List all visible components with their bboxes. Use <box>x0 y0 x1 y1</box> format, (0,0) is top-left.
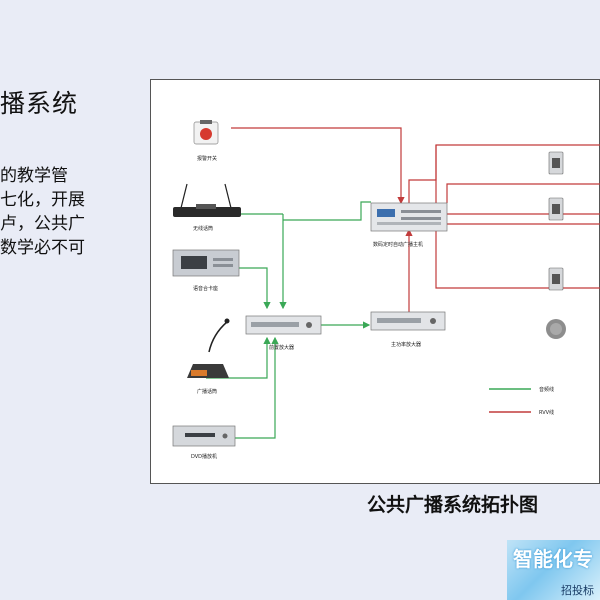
rvv-wires <box>231 127 600 312</box>
round-speaker-icon <box>546 319 566 339</box>
body-line: 七化，开展 <box>0 190 85 210</box>
paging-mic-icon <box>187 318 230 378</box>
banner-subtitle: 招投标 <box>561 584 594 597</box>
alarm-switch-icon <box>193 120 219 145</box>
diagram-caption: 公共广播系统拓扑图 <box>367 494 539 516</box>
banner-title: 智能化专 <box>513 547 593 571</box>
body-line: 的教学管 <box>0 166 68 186</box>
body-line: 卢，公共广 <box>0 214 85 234</box>
body-text: 的教学管 七化，开展 卢，公共广 数学必不可 <box>0 164 85 260</box>
legend-label-rvv: RVV线 <box>539 409 554 416</box>
paging-mic-label: 广播话筒 <box>197 388 217 395</box>
alarm-switch-label: 报警开关 <box>197 155 217 162</box>
ceiling-speaker-icon <box>548 267 564 291</box>
wireless-mic-icon <box>173 183 241 217</box>
audio-source-icon <box>172 249 240 277</box>
power-amp-label: 主功率放大器 <box>391 341 421 348</box>
ceiling-speaker-icon <box>548 197 564 221</box>
broadcast-host-icon <box>370 202 448 232</box>
ceiling-speaker-icon <box>548 151 564 175</box>
power-amp-icon <box>370 311 446 331</box>
topology-diagram: 报警开关 无线话筒 语音合卡座 广播话筒 <box>150 79 600 484</box>
legend: 音频线 RVV线 <box>489 386 554 416</box>
dvd-player-icon <box>172 425 236 447</box>
broadcast-host-label: 数码定时自动广播主机 <box>373 241 423 248</box>
audio-source-label: 语音合卡座 <box>193 285 218 292</box>
preamp-icon <box>245 315 322 335</box>
wireless-mic-label: 无线话筒 <box>193 225 213 232</box>
brand-banner: 智能化专 招投标 <box>507 540 600 600</box>
body-line: 数学必不可 <box>0 238 85 258</box>
slide-title: 播系统 <box>0 89 79 118</box>
topology-svg: 报警开关 无线话筒 语音合卡座 广播话筒 <box>172 120 600 460</box>
preamp-label: 前置放大器 <box>269 344 294 351</box>
dvd-player-label: DVD播放机 <box>191 453 217 460</box>
legend-label-audio: 音频线 <box>539 386 554 393</box>
